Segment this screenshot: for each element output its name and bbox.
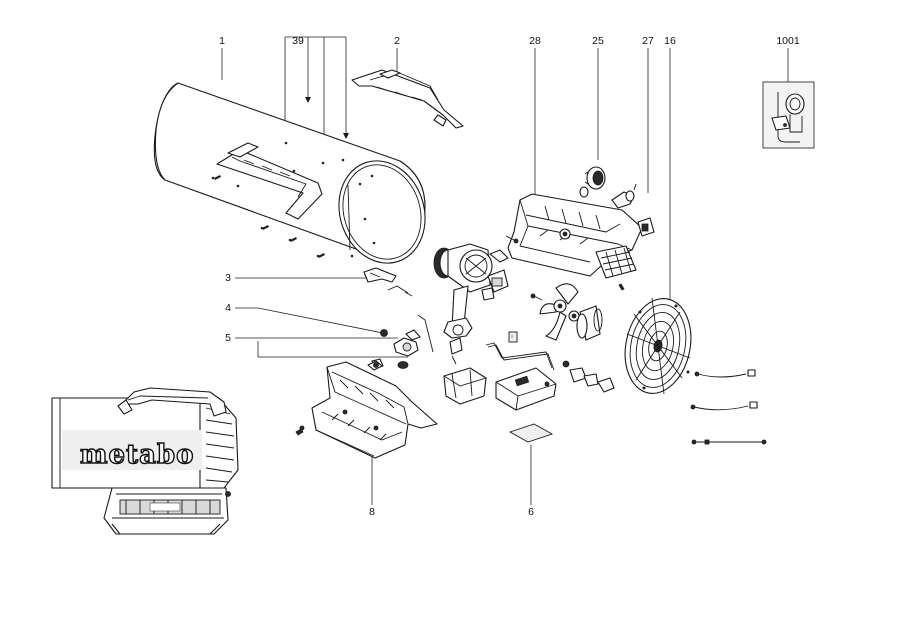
svg-text:≡: ≡ <box>511 334 514 339</box>
label-part-16: 16 <box>664 35 676 47</box>
label-part-4: 4 <box>225 302 231 314</box>
assembled-heater: metabo <box>51 387 239 535</box>
fitting-parts-4-5 <box>371 285 434 369</box>
brand-logo: metabo <box>80 440 194 470</box>
part-labels: 1 39 2 28 25 27 16 1001 3 4 5 8 6 <box>219 35 800 518</box>
cables <box>690 369 767 445</box>
label-part-39: 39 <box>292 35 304 47</box>
label-part-5: 5 <box>225 332 231 344</box>
label-part-27: 27 <box>642 35 654 47</box>
label-part-28: 28 <box>529 35 541 47</box>
housing-top-part-28 <box>505 193 643 291</box>
label-part-3: 3 <box>225 272 231 284</box>
label-part-6: 6 <box>528 506 534 518</box>
label-part-25: 25 <box>592 35 604 47</box>
label-part-2: 2 <box>394 35 400 47</box>
control-box <box>443 367 557 411</box>
label-part-8: 8 <box>369 506 375 518</box>
inset-part-1001 <box>762 81 815 149</box>
switch-part-27 <box>611 183 655 237</box>
base-part-8 <box>295 360 438 459</box>
gas-pipe <box>485 342 615 393</box>
burner-assembly: ≡ <box>433 243 518 365</box>
top-handle-part-2 <box>351 69 464 129</box>
fan-guard-part-16 <box>624 297 692 395</box>
label-part-1001: 1001 <box>776 35 800 47</box>
knob-part-25 <box>579 166 606 198</box>
cylinder-housing-part-1 <box>153 82 426 264</box>
bracket-part-3 <box>363 267 397 283</box>
label-part-1: 1 <box>219 35 225 47</box>
fan-assembly <box>530 283 603 341</box>
label-sheet-part-6 <box>508 423 554 443</box>
leader-lines <box>221 36 789 505</box>
